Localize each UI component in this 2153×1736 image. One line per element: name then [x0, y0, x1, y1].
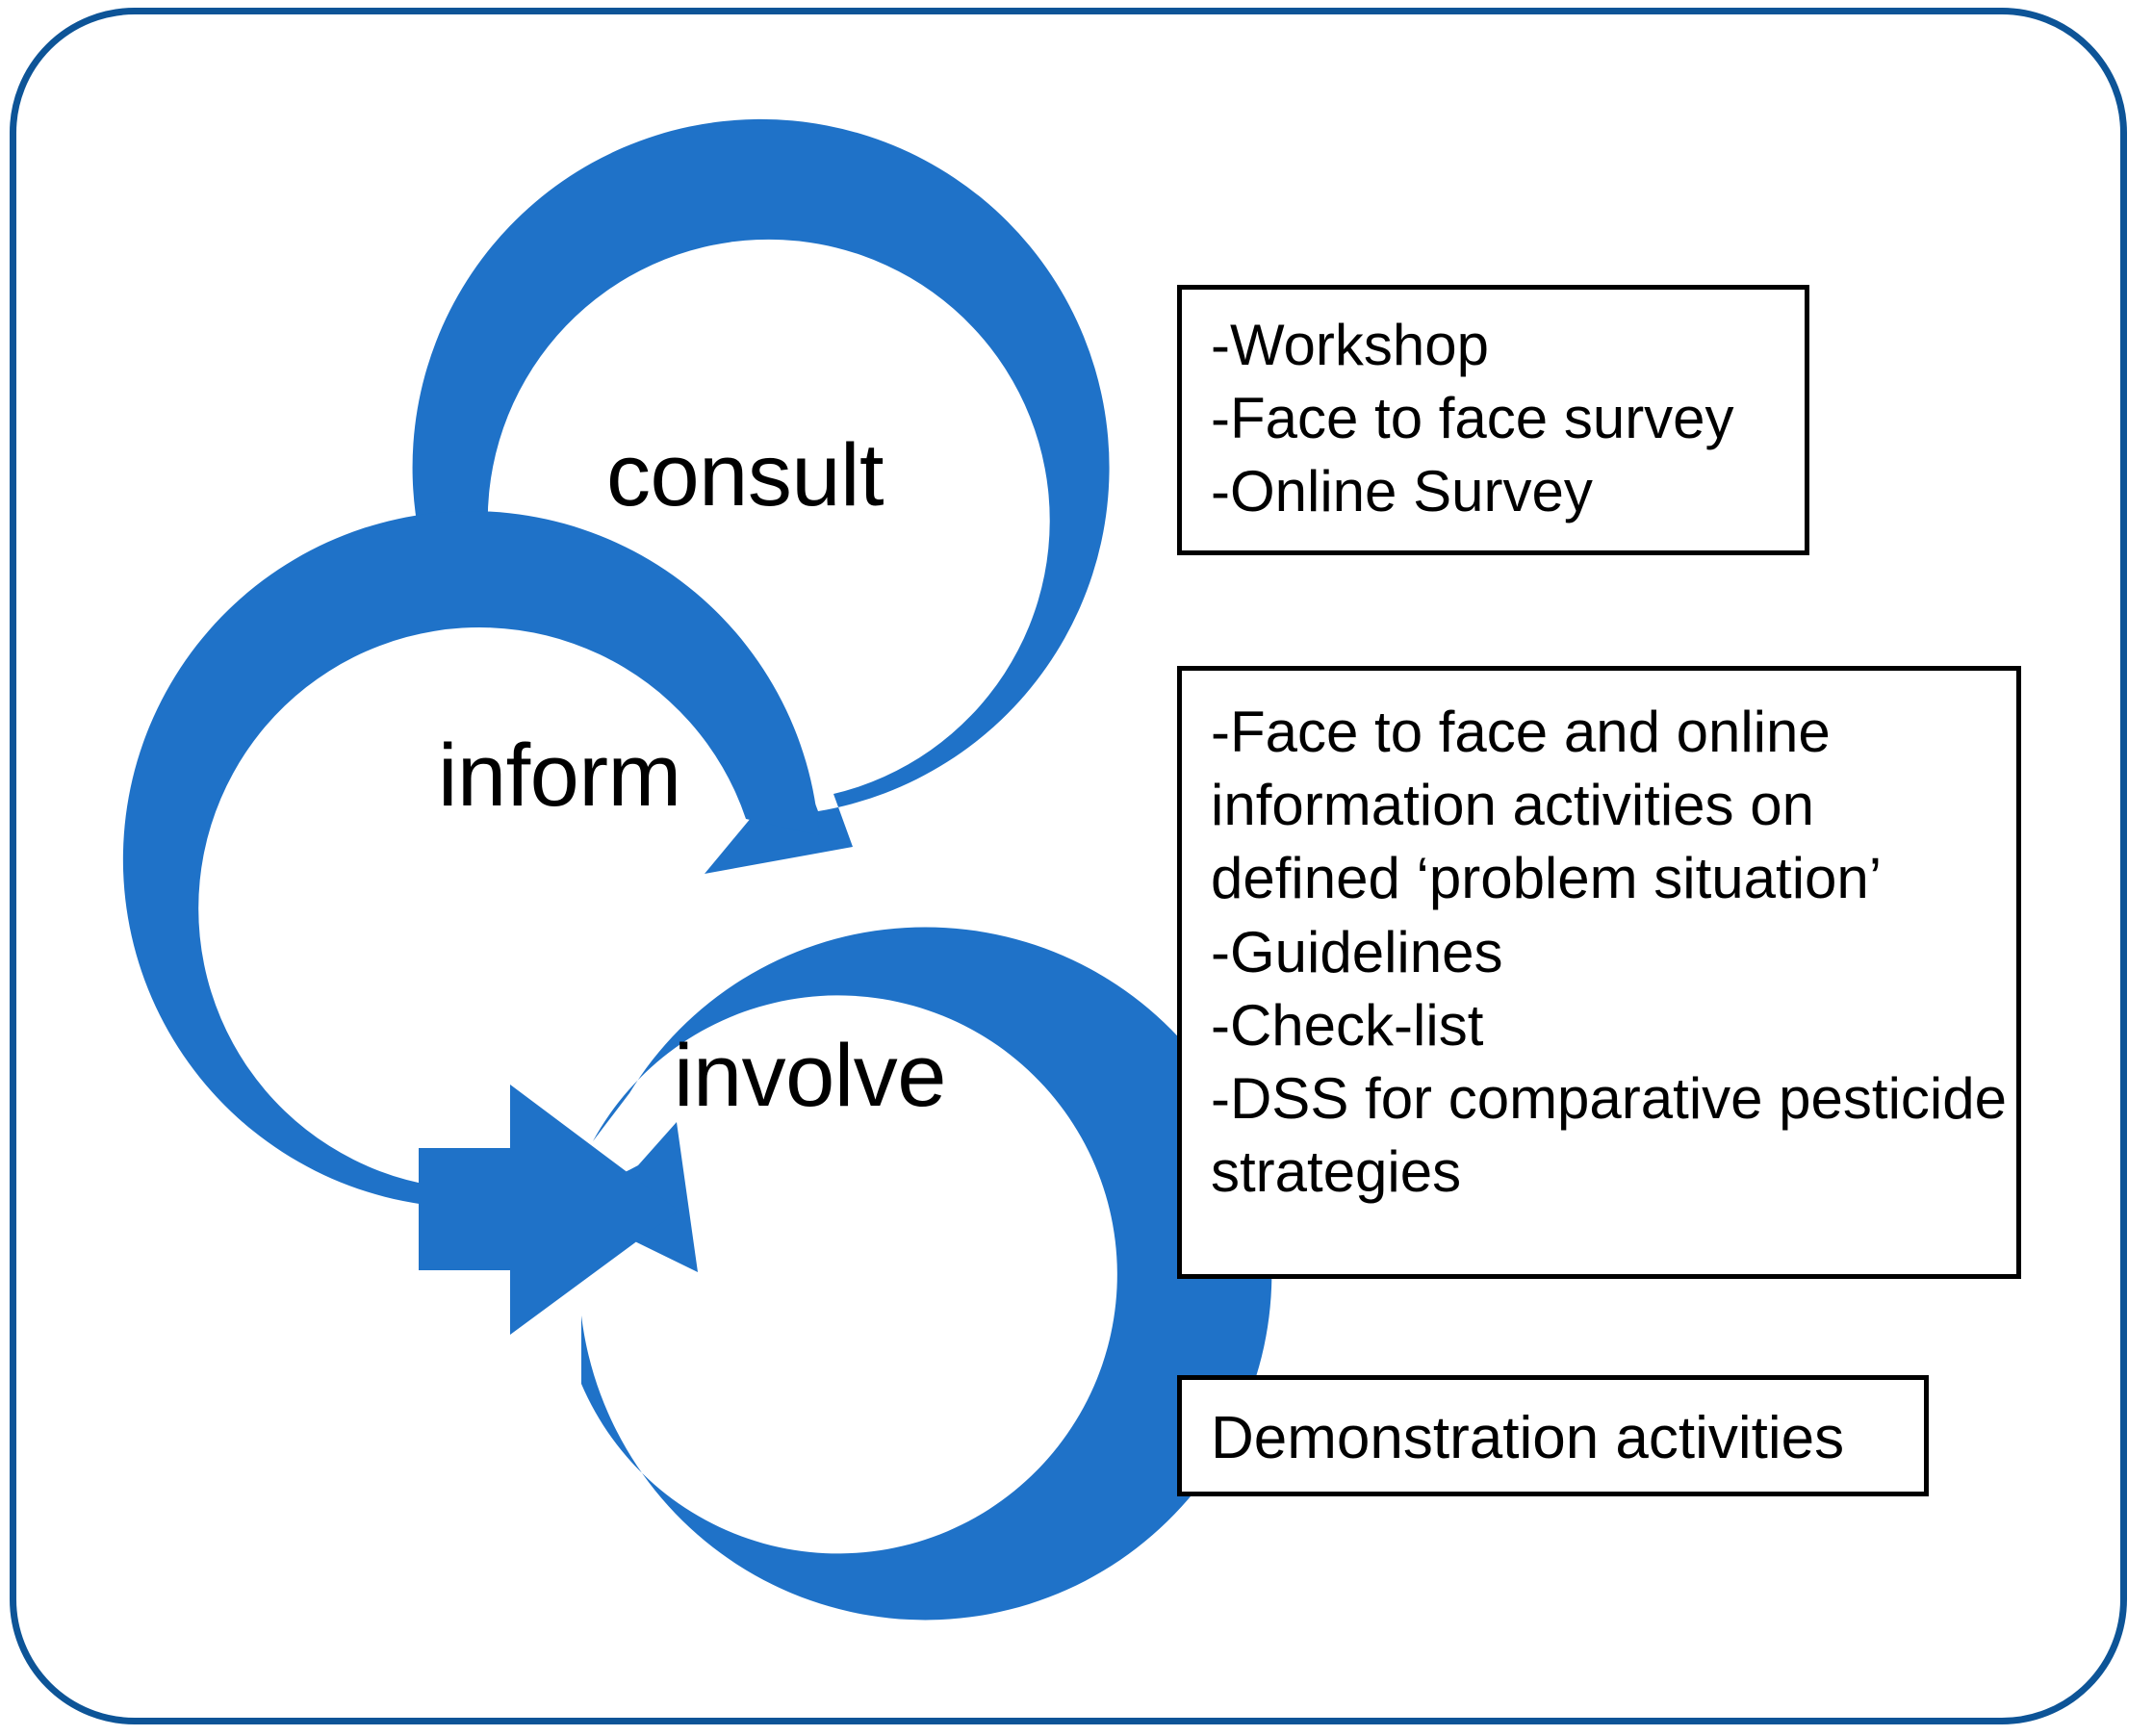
cycle-label-involve: involve: [674, 1027, 946, 1125]
involve-circular-arrow: [419, 927, 1272, 1621]
outer-rounded-frame: [10, 8, 2127, 1724]
callout-box-involve: Demonstration activities: [1177, 1375, 1929, 1496]
cycle-label-inform: inform: [438, 727, 681, 825]
callout-box-inform: -Face to face and online information act…: [1177, 666, 2021, 1279]
callout-box-consult: -Workshop -Face to face survey -Online S…: [1177, 285, 1809, 555]
cycle-label-consult: consult: [606, 426, 884, 524]
callout-text-consult: -Workshop -Face to face survey -Online S…: [1211, 313, 1734, 524]
callout-text-involve: Demonstration activities: [1211, 1405, 1845, 1471]
callout-text-inform: -Face to face and online information act…: [1211, 700, 2007, 1205]
